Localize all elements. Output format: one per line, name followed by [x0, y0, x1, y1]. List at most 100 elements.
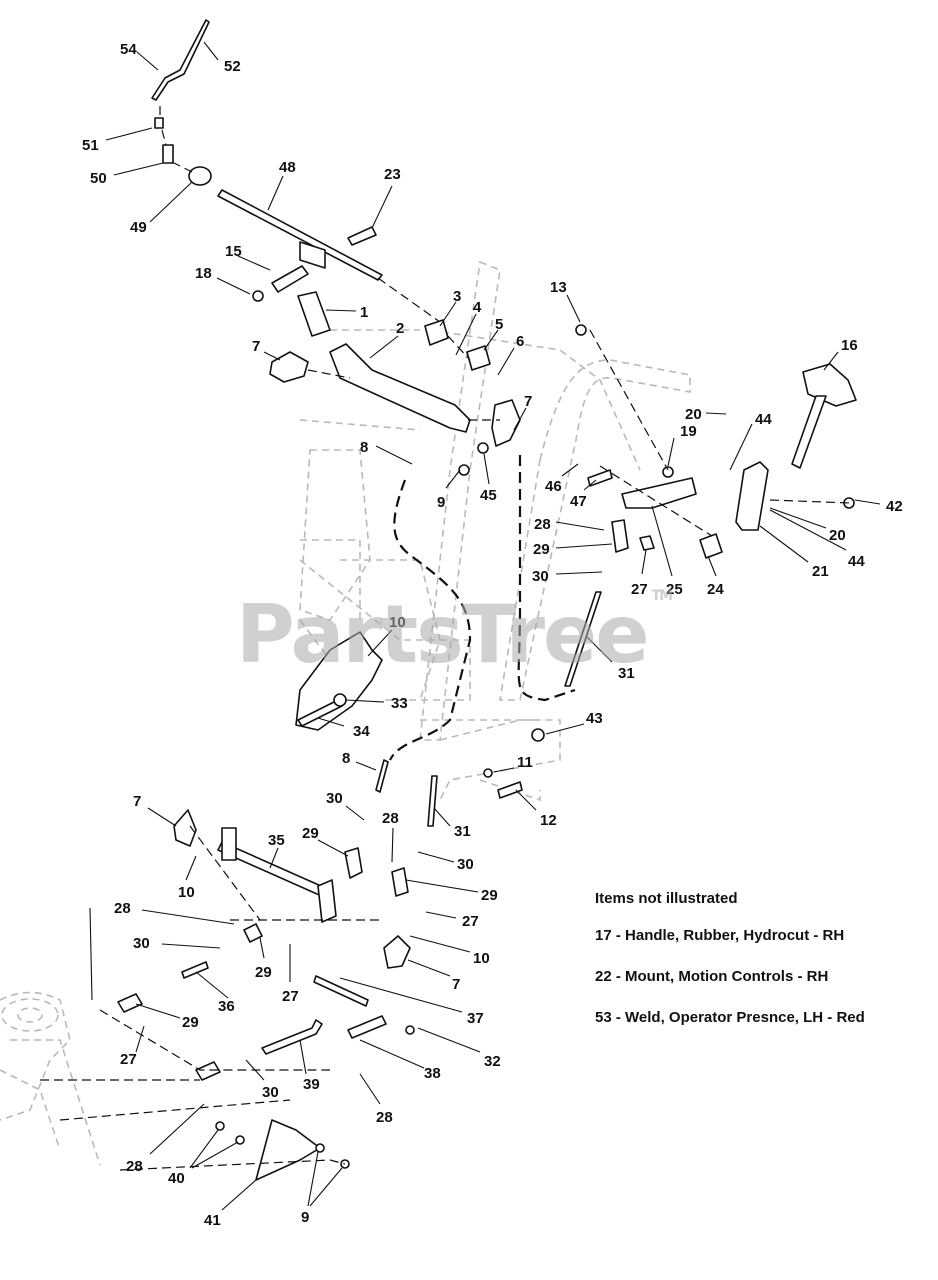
yoke-29-d [117, 993, 143, 1013]
callout-42: 42 [886, 498, 903, 515]
note-item: 17 - Handle, Rubber, Hydrocut - RH [595, 927, 845, 944]
nut-33 [333, 693, 347, 707]
nut-18 [252, 290, 264, 302]
switch-3 [424, 319, 449, 346]
callout-19: 19 [680, 423, 697, 440]
rod-39 [261, 1019, 323, 1055]
pad-1 [297, 291, 331, 337]
callout-28-bottom-left: 28 [126, 1158, 143, 1175]
callout-12: 12 [540, 812, 557, 829]
callout-29-lower-left: 29 [182, 1014, 199, 1031]
callout-7-lower: 7 [452, 976, 460, 993]
nut-19 [662, 466, 674, 478]
callout-29-lower-mid: 29 [255, 964, 272, 981]
items-not-illustrated-panel: Items not illustrated 17 - Handle, Rubbe… [595, 890, 925, 1050]
bracket-41 [255, 1119, 321, 1181]
phantom-frame [0, 260, 691, 1166]
callout-2: 2 [396, 320, 404, 337]
pin-27-upper [639, 535, 655, 551]
callout-10-mid: 10 [389, 614, 406, 631]
callout-52: 52 [224, 58, 241, 75]
callout-29-top: 29 [533, 541, 550, 558]
bolt-37 [313, 975, 369, 1007]
bolt-12 [497, 781, 523, 799]
callout-51: 51 [82, 137, 99, 154]
nut-43 [531, 728, 545, 742]
nut-9b [315, 1143, 325, 1153]
nut-13 [575, 324, 587, 336]
note-item: 53 - Weld, Operator Presnce, LH - Red [595, 1009, 865, 1026]
washer-45 [477, 442, 489, 454]
rod-8-lower [375, 759, 389, 793]
callout-30-left: 30 [133, 935, 150, 952]
callout-25: 25 [666, 581, 683, 598]
callout-31-lower: 31 [454, 823, 471, 840]
shaft-bearing [188, 166, 212, 186]
callout-35: 35 [268, 832, 285, 849]
operator-presence-lever [151, 19, 210, 101]
callout-29-mid-left: 29 [302, 825, 319, 842]
callout-24: 24 [707, 581, 724, 598]
spring-15 [271, 265, 309, 293]
washer-32 [405, 1025, 415, 1035]
trademark-mark: TM [651, 588, 674, 604]
nut-9 [458, 464, 470, 476]
upper-yoke-rod [564, 519, 655, 687]
yoke-29-c [243, 923, 263, 943]
washer-11 [483, 768, 493, 778]
callout-15: 15 [225, 243, 242, 260]
bearing-clip [162, 144, 174, 164]
notes-heading: Items not illustrated [595, 890, 738, 907]
rod-31-lower [427, 775, 438, 827]
callout-9-top: 9 [437, 494, 445, 511]
callout-6: 6 [516, 333, 524, 350]
lower-linkage-assembly [40, 759, 438, 1181]
callout-30-bottom: 30 [262, 1084, 279, 1101]
yoke-29-upper [611, 519, 629, 553]
spring-38 [347, 1015, 387, 1039]
callout-44-bottom: 44 [848, 553, 865, 570]
callout-33: 33 [391, 695, 408, 712]
callout-27-mid: 27 [462, 913, 479, 930]
handle-grip [802, 363, 857, 407]
rod-36 [181, 961, 209, 979]
yoke-29-right [391, 867, 409, 897]
shaft-plate-35 [317, 879, 337, 923]
nut-40a [215, 1121, 225, 1131]
callout-16: 16 [841, 337, 858, 354]
callout-4: 4 [473, 299, 482, 316]
control-shaft [217, 189, 383, 281]
callout-9-bottom: 9 [301, 1209, 309, 1226]
callout-20-bottom: 20 [829, 527, 846, 544]
control-lever [329, 343, 471, 433]
callout-31-top: 31 [618, 665, 635, 682]
callout-49: 49 [130, 219, 147, 236]
callout-7-top-right: 7 [524, 393, 532, 410]
callout-40: 40 [168, 1170, 185, 1187]
pivot-bracket-right [491, 399, 521, 447]
callout-10-left: 10 [178, 884, 195, 901]
callout-39: 39 [303, 1076, 320, 1093]
callout-30-top: 30 [532, 568, 549, 585]
callout-28-mid: 28 [382, 810, 399, 827]
callout-34: 34 [353, 723, 370, 740]
leader-lines [89, 41, 881, 1211]
control-cables [389, 455, 576, 761]
callout-1: 1 [360, 304, 368, 321]
pivot-bracket-left [269, 351, 309, 383]
callout-7-left: 7 [133, 793, 141, 810]
callout-54: 54 [120, 41, 137, 58]
callout-27-lower-left: 27 [120, 1051, 137, 1068]
callout-47: 47 [570, 493, 587, 510]
callout-36: 36 [218, 998, 235, 1015]
handle-arm [791, 395, 827, 469]
callout-43: 43 [586, 710, 603, 727]
bolt-23 [347, 226, 377, 246]
right-control-assembly [575, 324, 857, 559]
callout-3: 3 [453, 288, 461, 305]
mount-plate-21 [735, 461, 769, 531]
callout-50: 50 [90, 170, 107, 187]
spacer-24 [699, 533, 723, 559]
callout-20-top: 20 [685, 406, 702, 423]
